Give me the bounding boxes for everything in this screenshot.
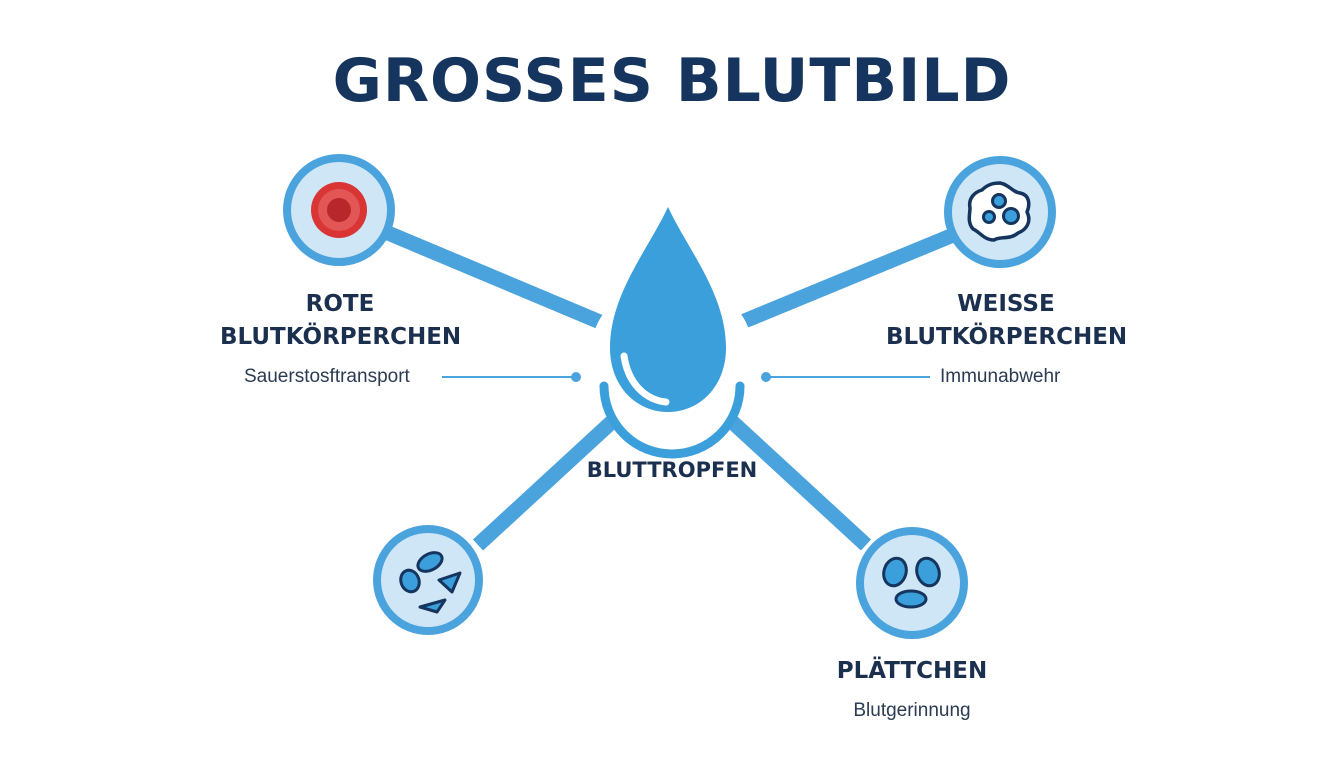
red-cells-heading: ROTE BLUTKÖRPERCHEN bbox=[220, 288, 462, 354]
node-platelets bbox=[856, 527, 968, 639]
page-title: GROSSES BLUTBILD bbox=[332, 46, 1012, 116]
cell-fragments-icon bbox=[399, 551, 462, 614]
red-cells-heading-line2: BLUTKÖRPERCHEN bbox=[220, 324, 462, 350]
blood-drop-icon bbox=[589, 207, 755, 459]
node-white-blood-cells bbox=[944, 156, 1056, 268]
white-cells-heading-line2: BLUTKÖRPERCHEN bbox=[886, 324, 1128, 350]
pointer-dot-right bbox=[761, 372, 771, 382]
platelets-icon bbox=[882, 556, 941, 609]
red-cells-subtitle: Sauerstosftransport bbox=[244, 366, 410, 387]
connector-fragments bbox=[472, 412, 622, 551]
platelets-subtitle: Blutgerinnung bbox=[853, 700, 971, 721]
connector-platelets bbox=[722, 412, 872, 551]
connectors bbox=[385, 226, 961, 551]
connector-white bbox=[739, 226, 961, 329]
platelets-heading: PLÄTTCHEN bbox=[836, 658, 988, 684]
white-cells-subtitle: Immunabwehr bbox=[940, 366, 1061, 387]
white-blood-cell-icon bbox=[967, 181, 1031, 242]
connector-red bbox=[385, 226, 603, 329]
red-cells-heading-line1: ROTE bbox=[305, 291, 375, 317]
white-cells-heading: WEISSE BLUTKÖRPERCHEN bbox=[886, 288, 1128, 354]
center-label: BLUTTROPFEN bbox=[586, 458, 758, 482]
node-red-blood-cells bbox=[283, 154, 395, 266]
pointer-lines bbox=[442, 372, 930, 382]
pointer-dot-left bbox=[571, 372, 581, 382]
red-blood-cell-icon bbox=[311, 182, 367, 238]
white-cells-heading-line1: WEISSE bbox=[957, 291, 1055, 317]
node-fragments bbox=[373, 525, 483, 635]
